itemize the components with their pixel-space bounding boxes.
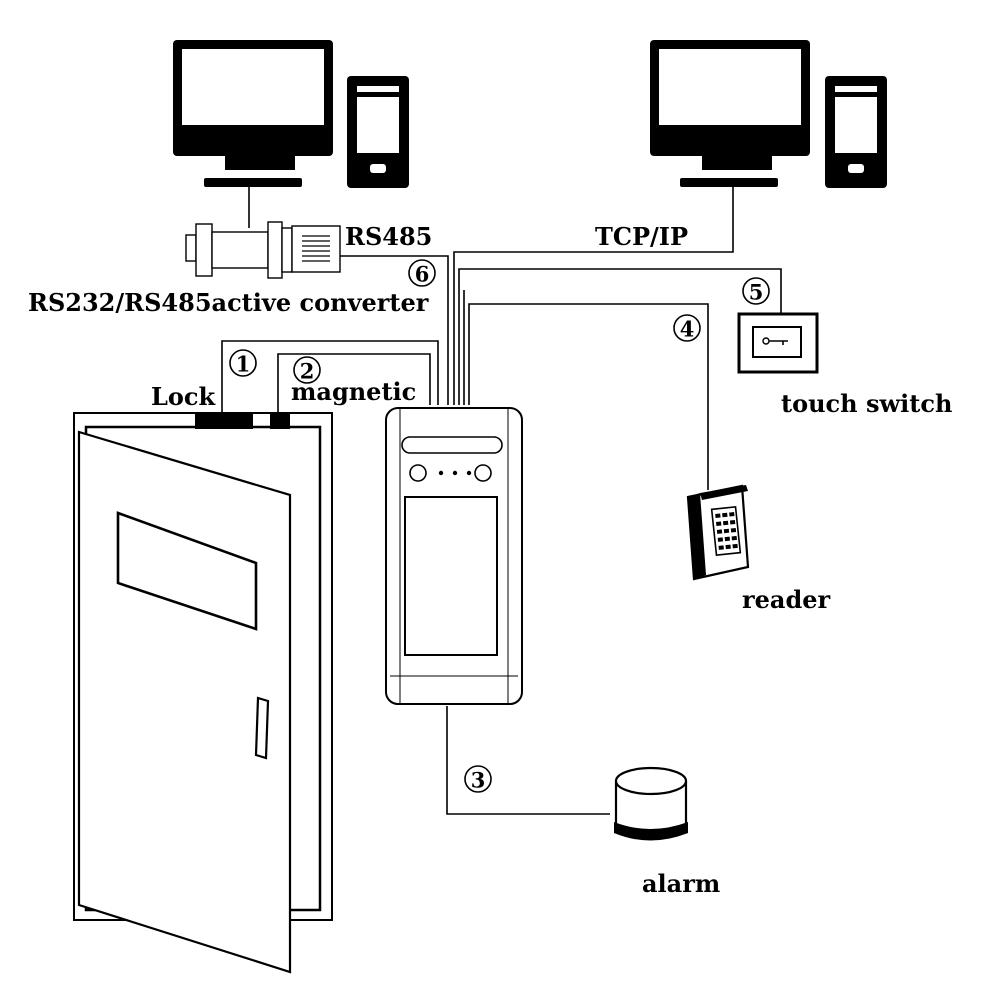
rs485-wire (340, 255, 449, 405)
reader-wire (468, 303, 709, 490)
face-recognition-terminal (385, 407, 523, 705)
door-window (116, 511, 258, 631)
converter-label: RS232/RS485active converter (28, 288, 429, 317)
magnetic-wire (277, 353, 431, 414)
marker-4-text: 4 (680, 317, 695, 342)
marker-4: 4 (673, 314, 701, 342)
magnetic-label: magnetic (291, 377, 416, 406)
marker-6: 6 (408, 259, 436, 287)
door-handle-icon (254, 696, 270, 760)
touch-switch-wire (458, 268, 782, 405)
marker-1: 1 (229, 349, 257, 377)
alarm-label: alarm (642, 869, 720, 898)
marker-2-text: 2 (300, 359, 315, 384)
alarm-icon (614, 766, 688, 841)
marker-2: 2 (293, 356, 321, 384)
converter-icon (185, 187, 341, 279)
lock-label: Lock (151, 382, 216, 411)
touch-switch-icon (737, 312, 819, 374)
wiring (221, 187, 782, 815)
tcpip-wire (453, 187, 734, 405)
right-monitor-icon (650, 40, 810, 187)
lock-wire (221, 340, 439, 414)
left-tower-icon (347, 76, 409, 188)
marker-1-text: 1 (236, 352, 251, 377)
card-reader-icon (686, 484, 750, 581)
right-computer (650, 40, 887, 188)
alarm-wire (446, 706, 610, 815)
marker-3-text: 3 (471, 768, 486, 793)
left-monitor-icon (173, 40, 333, 187)
marker-6-text: 6 (415, 262, 430, 287)
door (73, 412, 333, 974)
lock-block (195, 413, 290, 429)
right-tower-icon (825, 76, 887, 188)
marker-5-text: 5 (749, 280, 764, 305)
reader-label: reader (742, 585, 831, 614)
touch-switch-label: touch switch (781, 389, 952, 418)
rs485-label: RS485 (345, 222, 432, 251)
marker-5: 5 (742, 277, 770, 305)
marker-3: 3 (464, 765, 492, 793)
tcpip-label: TCP/IP (595, 222, 688, 251)
left-computer (173, 40, 409, 188)
